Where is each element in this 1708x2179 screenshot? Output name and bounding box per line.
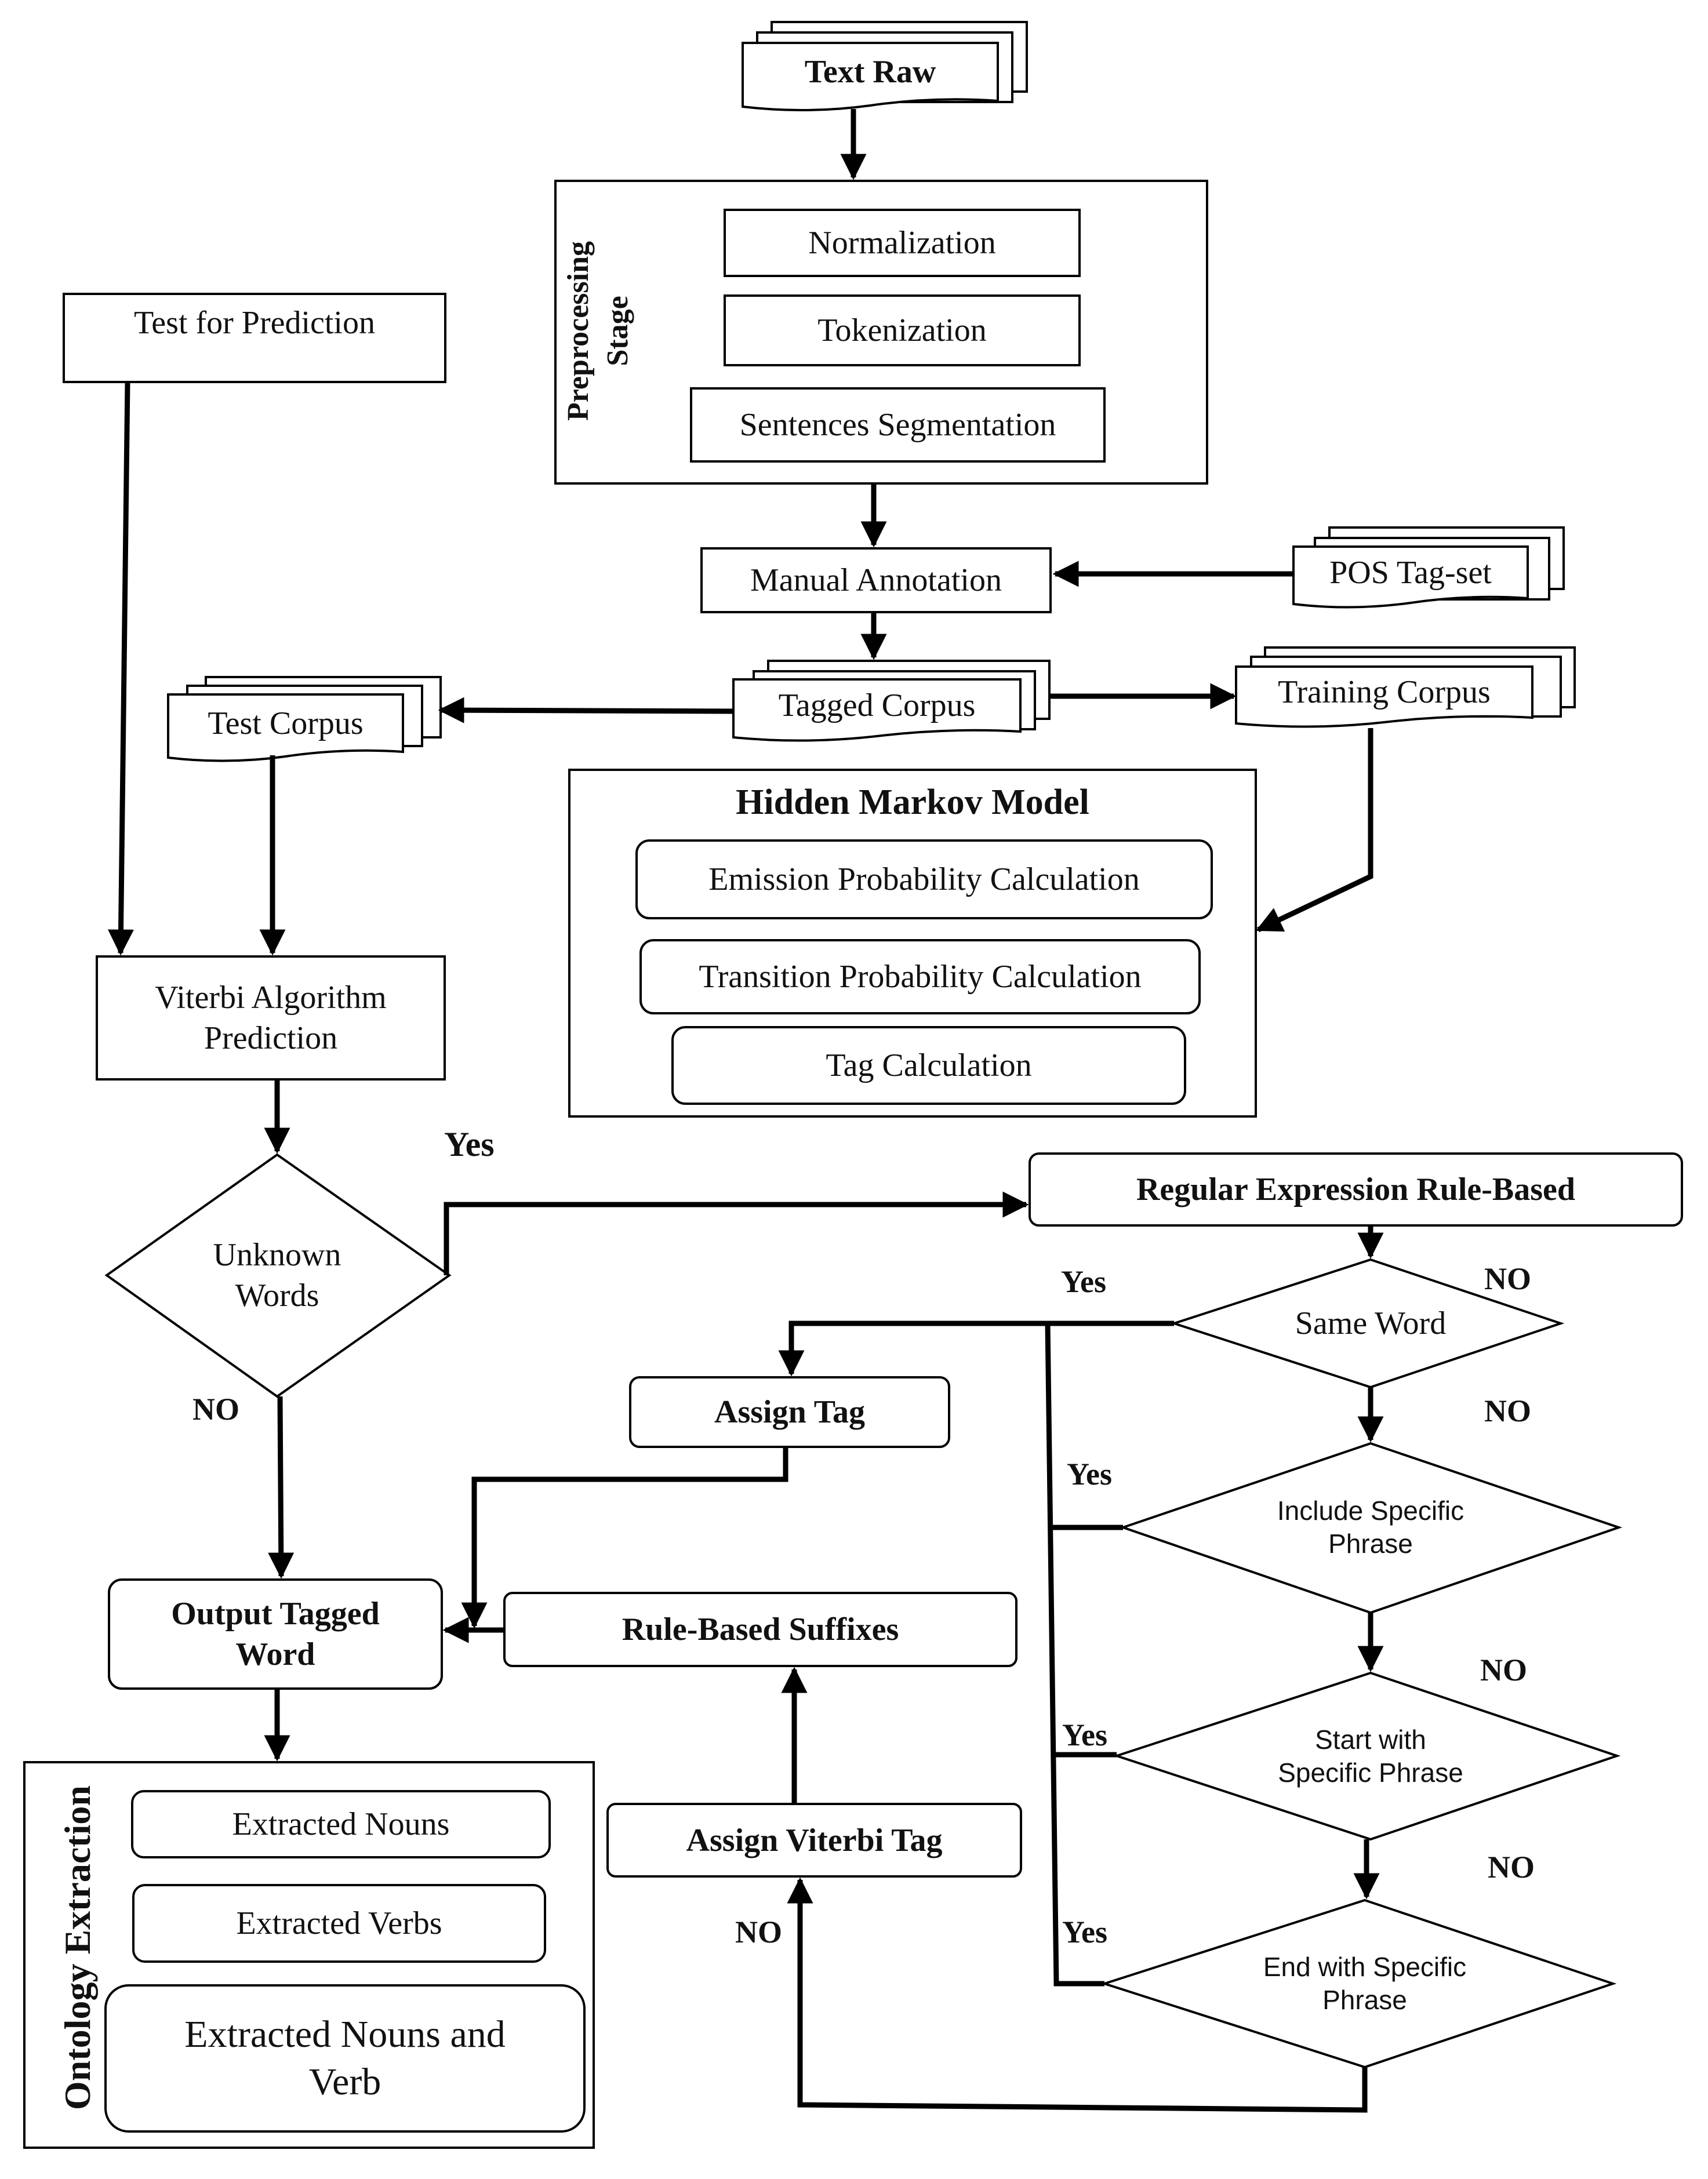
edge-label-yes-unknown: Yes: [444, 1125, 495, 1163]
pos-tagset-document-shape: [1292, 526, 1565, 609]
edge-label-yes-start: Yes: [1062, 1718, 1107, 1752]
extracted-nouns-box: [131, 1790, 551, 1858]
start-with-phrase-label: Start with Specific Phrase: [1278, 1724, 1463, 1788]
tag-calculation-box: [671, 1026, 1186, 1105]
sentences-segmentation-label: Sentences Segmentation: [739, 407, 1056, 443]
test-for-prediction-box: [63, 293, 446, 383]
regex-rule-based-box: [1029, 1152, 1683, 1227]
tagged-corpus-label: Tagged Corpus: [778, 687, 976, 723]
test-corpus-document-shape: [167, 676, 442, 762]
edge-label-yes-same: Yes: [1061, 1264, 1106, 1299]
assign-tag-label: Assign Tag: [714, 1394, 865, 1430]
hmm-title: Hidden Markov Model: [736, 783, 1089, 823]
edge-label-no-end: NO: [735, 1915, 782, 1949]
text-raw-document-shape: [742, 21, 1028, 112]
edge-trainingcorpus-hmm: [1255, 728, 1373, 933]
text-raw-label: Text Raw: [804, 54, 936, 90]
edge-assigntag-output: [461, 1447, 788, 1629]
edge-taggedcorpus-testcorpus: [438, 697, 734, 723]
regex-rule-based-label: Regular Expression Rule-Based: [1136, 1172, 1576, 1207]
edge-label-yes-include: Yes: [1067, 1457, 1112, 1492]
rule-based-suffixes-label: Rule-Based Suffixes: [622, 1611, 899, 1647]
transition-probability-label: Transition Probability Calculation: [699, 959, 1142, 995]
end-with-phrase-label: End with Specific Phrase: [1263, 1951, 1467, 2016]
manual-annotation-box: [700, 547, 1052, 613]
normalization-label: Normalization: [808, 225, 996, 261]
unknown-words-diamond: [104, 1153, 452, 1398]
training-corpus-document-shape: [1235, 646, 1576, 728]
test-corpus-label: Test Corpus: [208, 705, 364, 741]
edge-label-no-start: NO: [1488, 1850, 1535, 1885]
edge-label-no-same-right: NO: [1484, 1261, 1531, 1296]
assign-tag-box: [629, 1376, 950, 1448]
same-word-label: Same Word: [1295, 1305, 1447, 1341]
training-corpus-label: Training Corpus: [1278, 674, 1491, 710]
edge-unknown-no-output: [268, 1396, 295, 1579]
edge-testforprediction-viterbi: [107, 381, 134, 956]
extracted-verbs-label: Extracted Verbs: [236, 1905, 442, 1941]
tokenization-label: Tokenization: [817, 312, 987, 348]
test-for-prediction-label: Test for Prediction: [134, 305, 375, 341]
assign-viterbi-tag-box: [606, 1803, 1022, 1878]
edge-label-no-unknown: NO: [192, 1392, 239, 1427]
edge-end-no-assignviterbi: [787, 1877, 1368, 2113]
unknown-words-label: Unknown Words: [213, 1237, 341, 1314]
edge-bus-assigntag: [778, 1321, 1048, 1377]
extracted-nouns-label: Extracted Nouns: [232, 1806, 450, 1842]
pos-tagset-label: POS Tag-set: [1329, 554, 1492, 591]
edge-unknown-yes-regex: [444, 1191, 1029, 1275]
edge-label-yes-end: Yes: [1062, 1915, 1107, 1949]
preprocessing-stage-label: Preprocessing Stage: [562, 241, 634, 421]
normalization-box: [724, 209, 1081, 277]
manual-annotation-label: Manual Annotation: [750, 562, 1002, 598]
emission-probability-label: Emission Probability Calculation: [708, 861, 1140, 897]
extracted-verbs-box: [132, 1884, 546, 1963]
emission-probability-box: [635, 839, 1213, 919]
assign-viterbi-tag-label: Assign Viterbi Tag: [686, 1822, 943, 1858]
viterbi-prediction-label: Viterbi Algorithm Prediction: [155, 980, 387, 1056]
tagged-corpus-document-shape: [732, 660, 1051, 742]
start-with-phrase-diamond: [1113, 1671, 1621, 1841]
include-specific-phrase-label: Include Specific Phrase: [1277, 1495, 1464, 1559]
edge-label-no-same-below: NO: [1484, 1394, 1531, 1428]
transition-probability-box: [639, 939, 1201, 1014]
viterbi-prediction-box: [96, 955, 446, 1081]
edge-label-no-include: NO: [1480, 1653, 1527, 1687]
tag-calculation-label: Tag Calculation: [826, 1047, 1032, 1083]
output-tagged-word-label: Output Tagged Word: [171, 1596, 380, 1672]
tokenization-box: [724, 294, 1081, 366]
extracted-nouns-and-verb-label: Extracted Nouns and Verb: [184, 2013, 506, 2104]
sentences-segmentation-box: [690, 387, 1106, 463]
extracted-nouns-and-verb-box: [104, 1984, 586, 2133]
edge-yes-bus: [1045, 1321, 1174, 1987]
ontology-extraction-title: Ontology Extraction: [57, 1785, 98, 2110]
